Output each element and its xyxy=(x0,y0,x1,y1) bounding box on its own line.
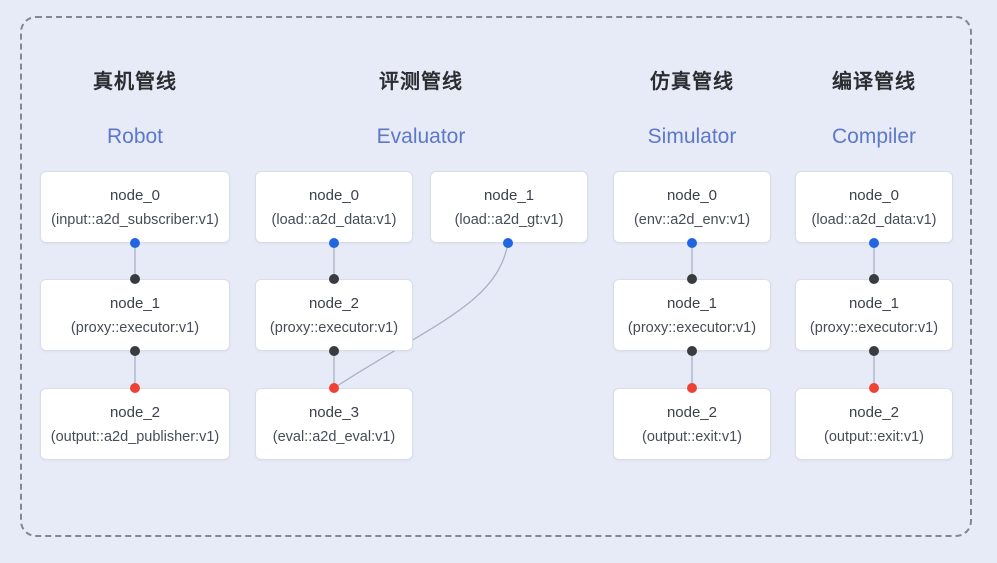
port-output-dot xyxy=(869,238,879,248)
node-evaluator-3: node_3 (eval::a2d_eval:v1) xyxy=(255,388,413,460)
node-type: (load::a2d_data:v1) xyxy=(271,211,397,228)
port-input-dot xyxy=(130,274,140,284)
node-compiler-0: node_0 (load::a2d_data:v1) xyxy=(795,171,953,243)
node-type: (proxy::executor:v1) xyxy=(809,319,939,336)
pipeline-title-zh-robot: 真机管线 xyxy=(93,71,177,93)
node-evaluator-1: node_1 (load::a2d_gt:v1) xyxy=(430,171,588,243)
node-compiler-2: node_2 (output::exit:v1) xyxy=(795,388,953,460)
node-type: (proxy::executor:v1) xyxy=(269,319,399,336)
node-robot-2: node_2 (output::a2d_publisher:v1) xyxy=(40,388,230,460)
node-type: (proxy::executor:v1) xyxy=(70,319,200,336)
node-compiler-1: node_1 (proxy::executor:v1) xyxy=(795,279,953,351)
node-name: node_1 xyxy=(109,294,161,312)
port-sink-dot xyxy=(869,383,879,393)
port-sink-dot xyxy=(687,383,697,393)
node-type: (output::a2d_publisher:v1) xyxy=(50,428,220,445)
pipeline-title-zh-compiler: 编译管线 xyxy=(832,71,916,93)
node-evaluator-2: node_2 (proxy::executor:v1) xyxy=(255,279,413,351)
pipeline-title-en-compiler: Compiler xyxy=(831,125,917,148)
pipeline-title-en-evaluator: Evaluator xyxy=(376,125,466,148)
port-output-dot xyxy=(329,238,339,248)
connector-curve xyxy=(333,242,509,389)
node-name: node_0 xyxy=(308,186,360,204)
port-sink-dot xyxy=(130,383,140,393)
node-type: (env::a2d_env:v1) xyxy=(633,211,751,228)
pipeline-title-en-simulator: Simulator xyxy=(647,125,737,148)
node-type: (load::a2d_gt:v1) xyxy=(454,211,564,228)
port-input-dot xyxy=(130,346,140,356)
node-name: node_3 xyxy=(308,403,360,421)
node-name: node_1 xyxy=(848,294,900,312)
node-name: node_1 xyxy=(666,294,718,312)
node-type: (load::a2d_data:v1) xyxy=(811,211,937,228)
node-name: node_2 xyxy=(308,294,360,312)
pipeline-title-en-robot: Robot xyxy=(106,125,164,148)
pipeline-title-zh-simulator: 仿真管线 xyxy=(650,71,734,93)
node-name: node_2 xyxy=(848,403,900,421)
node-type: (eval::a2d_eval:v1) xyxy=(272,428,396,445)
node-name: node_2 xyxy=(666,403,718,421)
node-simulator-0: node_0 (env::a2d_env:v1) xyxy=(613,171,771,243)
node-evaluator-0: node_0 (load::a2d_data:v1) xyxy=(255,171,413,243)
node-type: (output::exit:v1) xyxy=(824,428,924,445)
port-output-dot xyxy=(503,238,513,248)
port-input-dot xyxy=(329,346,339,356)
node-type: (input::a2d_subscriber:v1) xyxy=(51,211,219,228)
port-input-dot xyxy=(869,274,879,284)
node-name: node_1 xyxy=(483,186,535,204)
node-name: node_0 xyxy=(666,186,718,204)
node-type: (output::exit:v1) xyxy=(642,428,742,445)
port-input-dot xyxy=(687,346,697,356)
port-sink-dot xyxy=(329,383,339,393)
dashed-frame xyxy=(20,16,972,537)
node-simulator-2: node_2 (output::exit:v1) xyxy=(613,388,771,460)
node-name: node_0 xyxy=(109,186,161,204)
port-input-dot xyxy=(687,274,697,284)
node-name: node_0 xyxy=(848,186,900,204)
node-robot-0: node_0 (input::a2d_subscriber:v1) xyxy=(40,171,230,243)
node-name: node_2 xyxy=(109,403,161,421)
node-robot-1: node_1 (proxy::executor:v1) xyxy=(40,279,230,351)
port-output-dot xyxy=(130,238,140,248)
port-input-dot xyxy=(869,346,879,356)
pipeline-title-zh-evaluator: 评测管线 xyxy=(379,71,463,93)
node-type: (proxy::executor:v1) xyxy=(627,319,757,336)
port-output-dot xyxy=(687,238,697,248)
port-input-dot xyxy=(329,274,339,284)
node-simulator-1: node_1 (proxy::executor:v1) xyxy=(613,279,771,351)
